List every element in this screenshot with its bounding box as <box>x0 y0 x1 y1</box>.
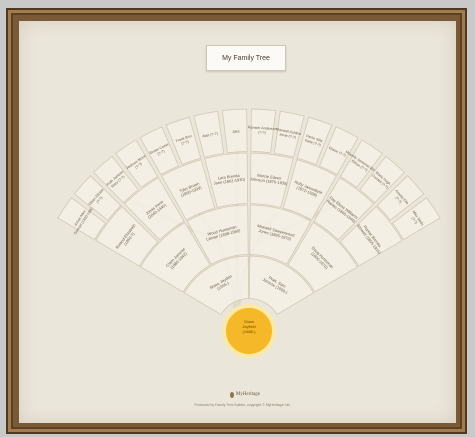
logo-text: MyHeritage <box>236 392 260 397</box>
myheritage-logo: MyHeritage <box>230 390 260 399</box>
ancestor-name: Jaks <box>232 129 240 133</box>
ancestor-cell[interactable]: Jaks <box>222 109 247 153</box>
root-person-label[interactable]: Shaw Jayfield (1988-) <box>224 319 274 334</box>
tree-title: My Family Tree <box>206 45 286 71</box>
ancestor-cell[interactable]: Ramser Anderson(?-?) <box>248 109 277 153</box>
tree-icon <box>230 392 234 398</box>
footer-credit: Produced by Family Tree Builder, copyrig… <box>150 403 335 407</box>
ancestor-name-line: (?-?) <box>258 130 266 134</box>
root-dates: (1988-) <box>224 329 274 334</box>
ancestor-cells: Shaw, Jayden(1955-)Pratt, SamJamese (195… <box>58 109 440 314</box>
ancestor-name-line: Jaks <box>232 129 240 133</box>
